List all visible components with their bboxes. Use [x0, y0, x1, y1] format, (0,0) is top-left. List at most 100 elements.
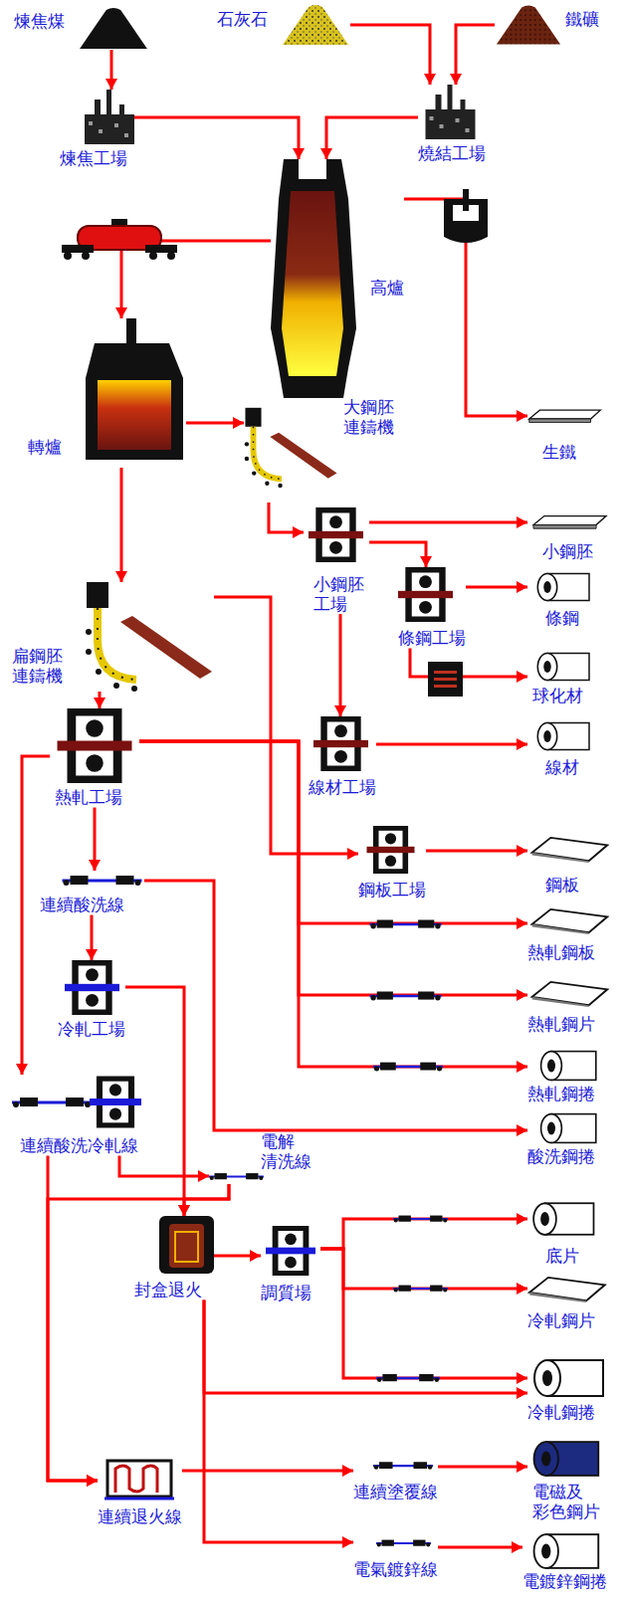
flow-arrow [134, 117, 299, 160]
node-label: 封盒退火 [134, 1280, 203, 1301]
flow-arrow [437, 1546, 523, 1550]
cr-sheet-line [393, 1285, 448, 1293]
process-node: 底片 [527, 1199, 598, 1267]
process-node: 熱軋鋼片 [527, 980, 613, 1036]
pig-iron-ingot [529, 410, 601, 422]
process-node: 調質場 [260, 1226, 321, 1304]
pickling-cold-line [11, 1097, 92, 1108]
coke-plant [84, 89, 135, 145]
node-label: 燒結工場 [417, 144, 486, 165]
flow-arrow [139, 741, 528, 996]
node-label: 條鋼 [545, 609, 580, 629]
process-node: 轉爐 [27, 318, 187, 468]
node-label: 鋼板工場 [358, 880, 426, 901]
process-node: 鋼板工場 [358, 826, 426, 901]
flow-arrow [455, 24, 495, 85]
process-node: 電解 清洗線 [208, 1132, 317, 1185]
cr-sheet-product [529, 1277, 606, 1303]
blast-furnace [270, 159, 357, 399]
node-label: 酸洗鋼捲 [527, 1147, 596, 1168]
flow-arrow [186, 421, 244, 425]
bloom-caster [244, 408, 338, 488]
node-label: 冷軋工場 [57, 1020, 126, 1040]
process-node: 連續酸洗線 [39, 870, 145, 916]
node-label: 鐵礦 [565, 9, 600, 30]
converter [85, 318, 184, 460]
plate-product [532, 837, 609, 863]
base-sheet-product [533, 1203, 594, 1236]
process-node: 小鋼胚 工場 [303, 507, 370, 615]
cold-mill [64, 960, 120, 1016]
node-label: 連續酸洗冷軋線 [19, 1136, 139, 1157]
galvanizing-line [376, 1540, 431, 1548]
node-label: 熱軋鋼片 [527, 1015, 596, 1036]
node-label: 電磁及 彩色鋼片 [532, 1482, 604, 1522]
cr-coil-line [376, 1374, 440, 1383]
node-label: 線材 [545, 758, 580, 779]
process-node: 扁鋼胚 連鑄機 [11, 582, 214, 692]
process-node: 線材 [527, 721, 598, 779]
pickling-line [62, 875, 143, 886]
process-node: 球化材 [527, 651, 598, 707]
process-node: 電磁及 彩色鋼片 [527, 1438, 604, 1522]
node-label: 熱軋工場 [54, 788, 123, 809]
hr-plate-line [370, 920, 442, 930]
flow-arrow [425, 849, 528, 853]
node-label: 電氣鍍鋅線 [353, 1560, 438, 1581]
process-node: 煉焦工場 [59, 89, 135, 170]
node-label: 生鐵 [542, 442, 577, 463]
process-node: 條鋼 [527, 572, 598, 629]
torpedo-car [61, 218, 178, 260]
node-label: 煉焦煤 [13, 11, 65, 32]
flow-arrow [119, 1156, 209, 1177]
hot-strip-mill [57, 708, 133, 784]
flow-arrow [350, 24, 430, 85]
ore-pile [496, 5, 561, 45]
node-label: 扁鋼胚 連鑄機 [11, 646, 68, 686]
node-label: 高爐 [370, 278, 405, 299]
bar-mill [398, 567, 453, 623]
hr-sheet-line [370, 992, 442, 1002]
node-label: 球化材 [532, 686, 584, 707]
process-node: 大鋼胚 連鑄機 [243, 393, 400, 503]
cr-coil-product [534, 1360, 604, 1397]
flow-arrow [47, 1156, 98, 1481]
node-label: 冷軋鋼捲 [527, 1403, 596, 1424]
node-label: 連續酸洗線 [39, 895, 125, 916]
spheroidized-product [537, 653, 590, 681]
temper-mill [265, 1226, 316, 1276]
process-node: 連續塗覆線 [353, 1455, 438, 1503]
node-label: 轉爐 [27, 437, 62, 458]
node-label: 鋼板 [545, 875, 580, 896]
flow-arrow [184, 1184, 229, 1217]
node-label: 熱軋鋼板 [527, 943, 596, 964]
galvanized-coil-product [534, 1534, 600, 1569]
node-label: 連續退火線 [97, 1507, 183, 1528]
flow-arrow [369, 521, 528, 525]
flow-arrow [437, 1465, 528, 1469]
process-node: 鐵礦 [494, 2, 600, 45]
plate-mill [367, 826, 416, 874]
coating-line [373, 1461, 433, 1470]
spheroidizing-furnace [427, 661, 463, 697]
flow-arrow [339, 614, 343, 717]
process-node: 酸洗鋼捲 [527, 1112, 608, 1168]
sinter-plant [425, 84, 476, 140]
node-label: 調質場 [260, 1283, 312, 1304]
node-label: 小鋼胚 工場 [313, 575, 370, 615]
flow-arrow [121, 240, 271, 319]
process-node: 石灰石 [216, 2, 351, 45]
node-label: 電解 清洗線 [260, 1132, 317, 1172]
flow-arrow [410, 648, 528, 677]
flow-arrow [120, 467, 124, 583]
electrical-sheet-product [534, 1442, 600, 1476]
node-label: 熱軋鋼捲 [527, 1084, 596, 1105]
flow-arrow [320, 1248, 528, 1289]
process-node: 條鋼工場 [398, 567, 466, 649]
node-label: 小鋼胚 [542, 542, 594, 563]
hr-plate-product [532, 909, 609, 935]
coal-pile [79, 7, 148, 49]
flow-arrow [404, 199, 528, 416]
process-node: 冷軋鋼捲 [527, 1358, 608, 1424]
